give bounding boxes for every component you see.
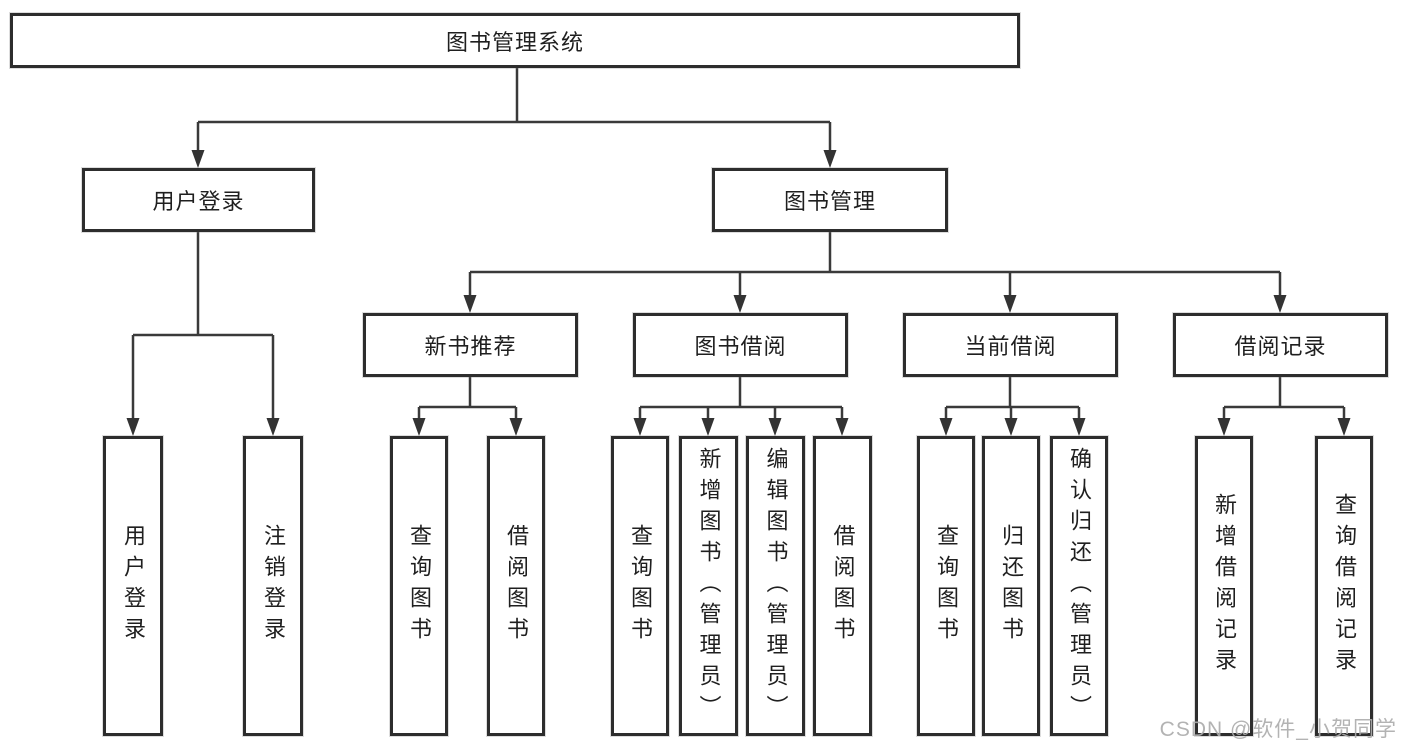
leaf-borrow-books-recommend-label: 借阅图书 xyxy=(504,524,529,648)
leaf-query-books-current: 查询图书 xyxy=(917,436,975,736)
leaf-edit-book-admin: 编辑图书（管理员） xyxy=(746,436,805,736)
node-borrowing-records: 借阅记录 xyxy=(1173,313,1388,377)
leaf-borrow-books-recommend: 借阅图书 xyxy=(487,436,545,736)
node-book-borrowing: 图书借阅 xyxy=(633,313,848,377)
leaf-add-borrow-record-label: 新增借阅记录 xyxy=(1212,493,1237,679)
leaf-logout-label: 注销登录 xyxy=(261,524,286,648)
leaf-borrow-books-borrowing-label: 借阅图书 xyxy=(830,524,856,648)
leaf-add-book-admin-label: 新增图书（管理员） xyxy=(696,446,722,726)
leaf-query-borrow-record: 查询借阅记录 xyxy=(1315,436,1373,736)
leaf-return-book: 归还图书 xyxy=(982,436,1040,736)
leaf-query-books-borrowing: 查询图书 xyxy=(611,436,669,736)
leaf-borrow-books-borrowing: 借阅图书 xyxy=(813,436,872,736)
leaf-edit-book-admin-label: 编辑图书（管理员） xyxy=(763,446,789,726)
leaf-return-book-label: 归还图书 xyxy=(999,524,1024,648)
leaf-query-books-recommend-label: 查询图书 xyxy=(407,524,432,648)
leaf-user-login-label: 用户登录 xyxy=(121,524,146,648)
leaf-confirm-return-admin: 确认归还（管理员） xyxy=(1050,436,1108,736)
node-library-management-system: 图书管理系统 xyxy=(10,13,1020,68)
leaf-confirm-return-admin-label: 确认归还（管理员） xyxy=(1067,446,1092,726)
leaf-add-book-admin: 新增图书（管理员） xyxy=(679,436,738,736)
tree-edges xyxy=(131,68,1346,421)
leaf-query-books-recommend: 查询图书 xyxy=(390,436,448,736)
leaf-add-borrow-record: 新增借阅记录 xyxy=(1195,436,1253,736)
leaf-logout: 注销登录 xyxy=(243,436,303,736)
node-new-book-recommendation: 新书推荐 xyxy=(363,313,578,377)
leaf-user-login: 用户登录 xyxy=(103,436,163,736)
leaf-query-borrow-record-label: 查询借阅记录 xyxy=(1332,493,1357,679)
leaf-query-books-borrowing-label: 查询图书 xyxy=(628,524,653,648)
node-current-borrowing: 当前借阅 xyxy=(903,313,1118,377)
node-book-management: 图书管理 xyxy=(712,168,948,232)
node-user-login: 用户登录 xyxy=(82,168,315,232)
leaf-query-books-current-label: 查询图书 xyxy=(934,524,959,648)
